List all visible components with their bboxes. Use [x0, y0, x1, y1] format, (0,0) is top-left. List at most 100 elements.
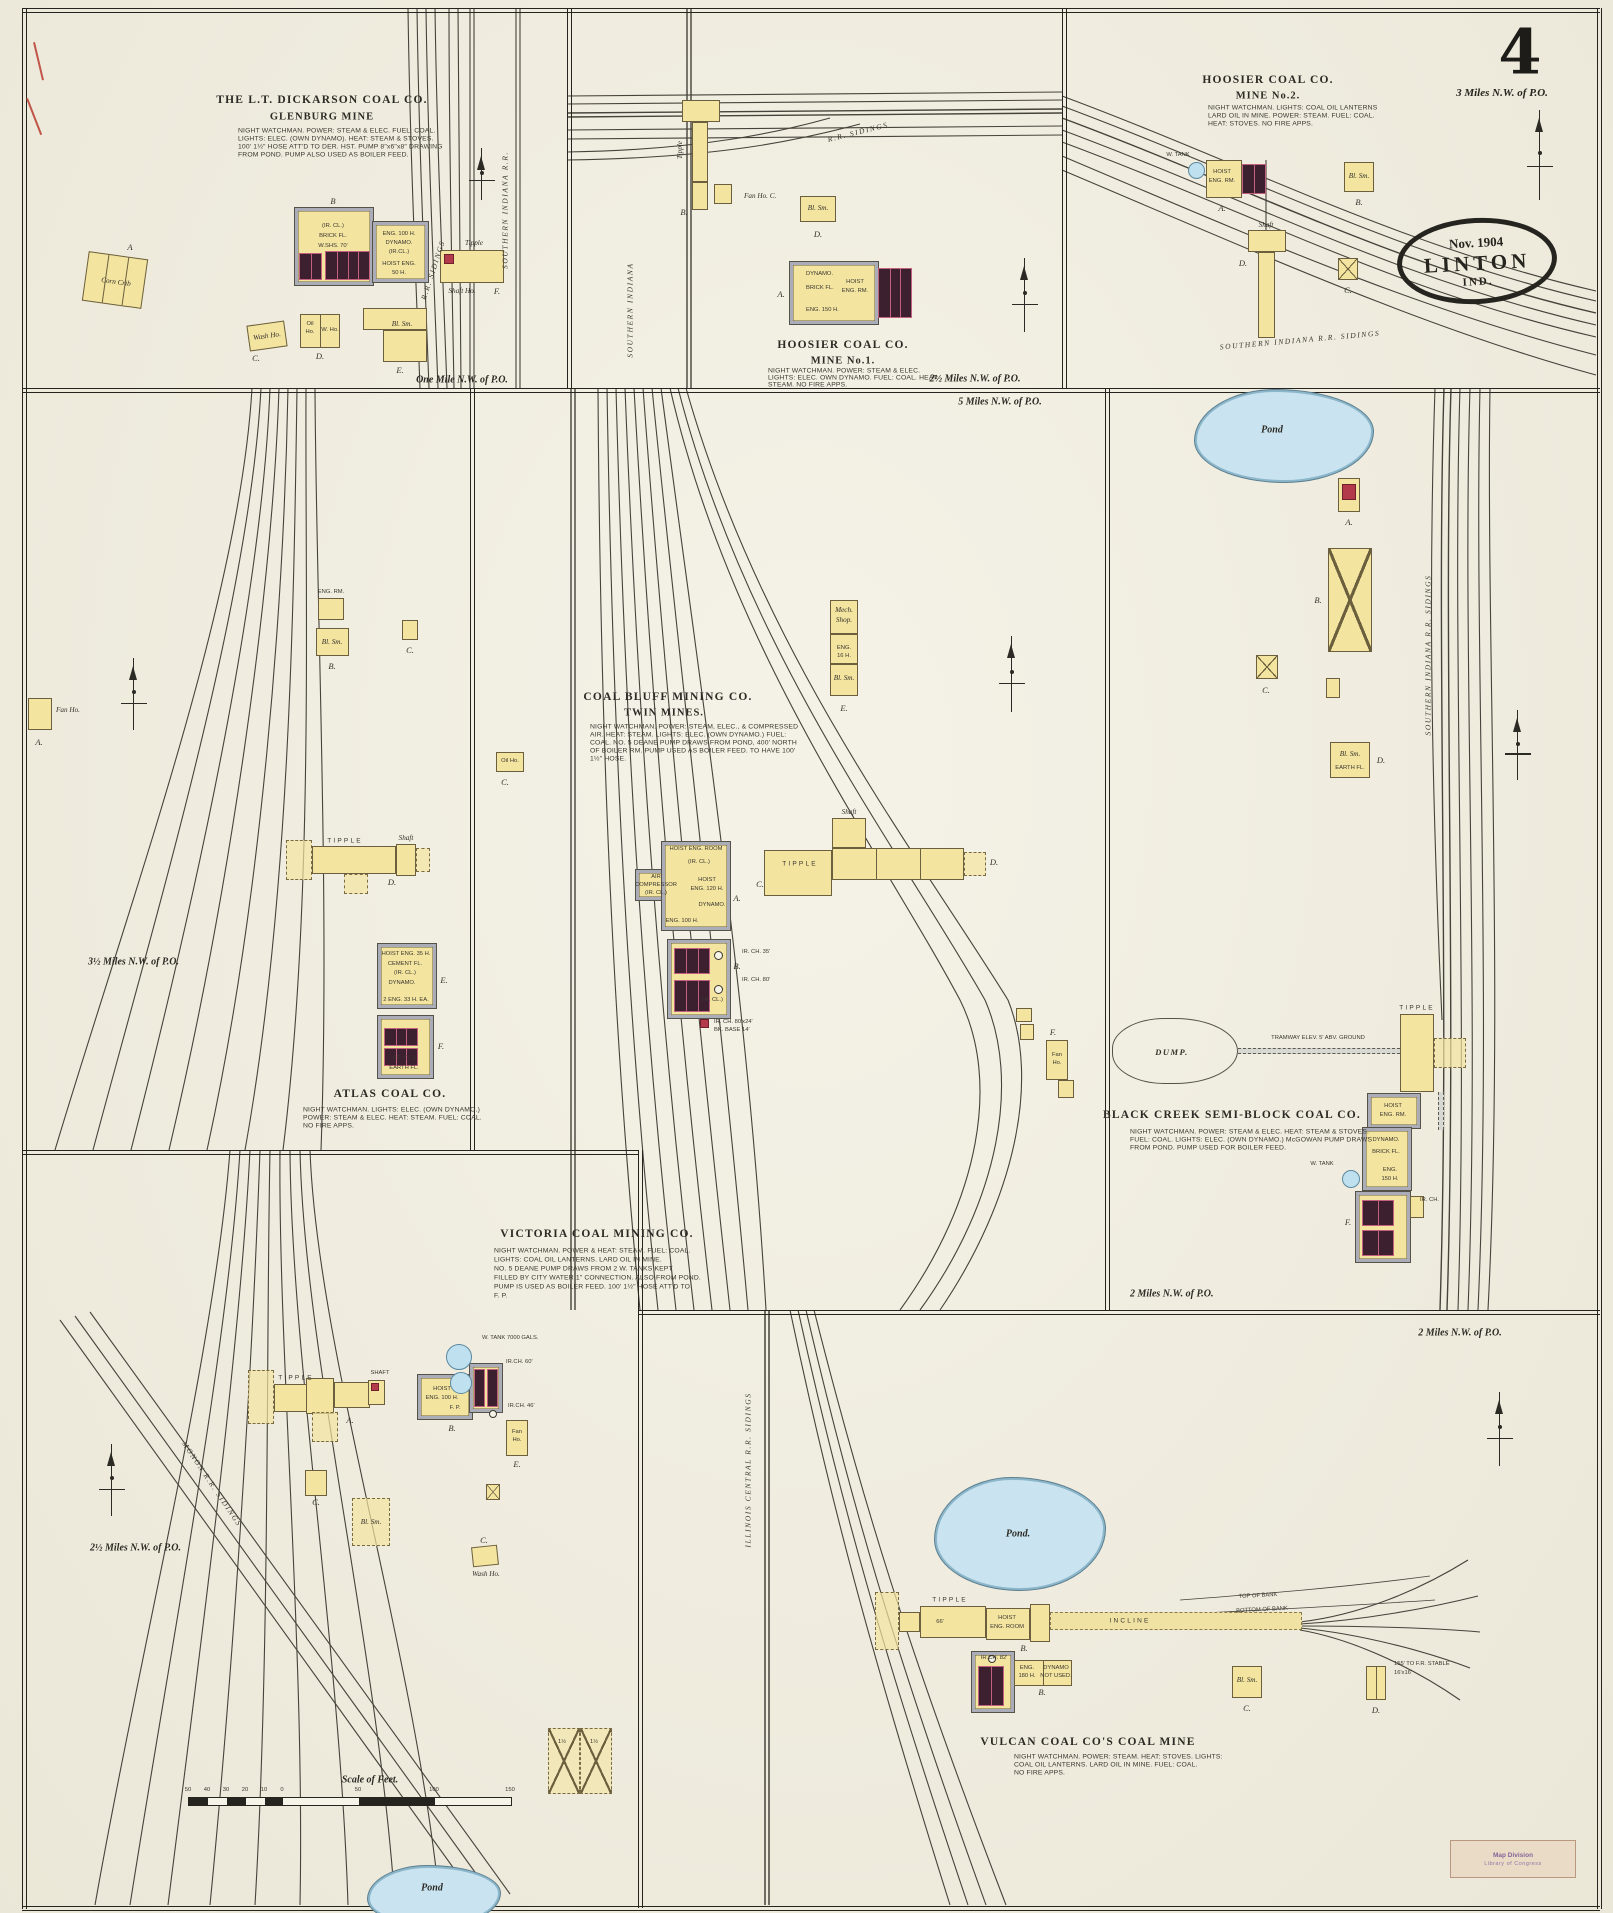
panel-border	[22, 1150, 638, 1155]
map-label: BLACK CREEK SEMI-BLOCK COAL CO.	[1103, 1109, 1361, 1121]
north-arrow-bar	[999, 683, 1025, 685]
building-partition	[358, 252, 360, 279]
north-arrow-head	[1495, 1400, 1504, 1414]
map-label: OF BOILER RM. PUMP USED AS BOILER FEED. …	[590, 747, 796, 755]
map-label: Shaft	[841, 808, 857, 816]
building	[28, 698, 52, 730]
map-label: CEMENT FL.	[387, 961, 423, 967]
map-label: ENG.	[1382, 1167, 1398, 1173]
map-label: Fan Ho. C.	[744, 192, 777, 200]
boiler-block	[1362, 1230, 1394, 1256]
map-label: Fan	[512, 1429, 522, 1435]
map-label: GLENBURG MINE	[269, 111, 375, 123]
map-label: AIR. HEAT: STEAM. LIGHTS: ELEC. (OWN DYN…	[590, 731, 787, 739]
stamp-city: LINTON	[1423, 247, 1531, 278]
map-label: (IR. CL.)	[393, 1055, 415, 1061]
boiler-block	[384, 1048, 418, 1066]
map-label: (IR. CL.)	[645, 890, 667, 896]
map-label: COAL OIL LANTERNS. LARD OIL IN MINE. FUE…	[1014, 1761, 1198, 1769]
map-label: NIGHT WATCHMAN. LIGHTS: COAL OIL LANTERN…	[1208, 104, 1378, 112]
map-label: Bl. Sm.	[1236, 1676, 1258, 1684]
map-label: ENG. 100 H.	[425, 1395, 459, 1401]
map-label: DYNAMO	[1043, 1665, 1069, 1671]
map-label: E.	[840, 703, 848, 713]
map-label: W.SHS. 70'	[318, 243, 348, 249]
building-partition	[876, 849, 878, 879]
map-label: B.	[448, 1423, 456, 1433]
map-label: A.	[346, 1415, 354, 1425]
map-label: DUMP.	[1155, 1047, 1189, 1057]
map-label: W. TANK 7000 GALS.	[482, 1335, 539, 1341]
building	[1058, 1080, 1074, 1098]
building	[306, 1378, 334, 1414]
map-label: F.	[437, 1041, 445, 1051]
iron-clad-building	[1363, 1128, 1411, 1190]
library-stamp-line2: Library of Congress	[1484, 1860, 1542, 1867]
boiler-block	[474, 1369, 485, 1407]
building-partition	[406, 1029, 408, 1045]
building	[899, 1612, 920, 1632]
map-label: LIGHTS: ELEC. (OWN DYNAMO). HEAT: STEAM …	[238, 135, 434, 143]
map-label: F.	[493, 286, 501, 296]
building	[692, 122, 708, 182]
map-label: SOUTHERN INDIANA	[625, 262, 635, 358]
building	[471, 1544, 499, 1568]
north-arrow-bar	[1505, 753, 1531, 755]
map-label: A	[127, 242, 133, 252]
map-label: One Mile N.W. of P.O.	[416, 374, 508, 386]
map-label: HEAT: STOVES. NO FIRE APPS.	[1208, 120, 1314, 128]
building	[300, 314, 340, 348]
boiler-block	[1242, 164, 1266, 194]
map-label: Shop.	[835, 616, 853, 624]
building	[318, 598, 344, 620]
map-label: D.	[989, 857, 999, 867]
north-arrow-bar	[469, 180, 495, 182]
chimney	[714, 985, 723, 994]
map-label: Ho.	[1052, 1060, 1062, 1066]
north-arrow-dot	[1022, 291, 1027, 296]
crossed-structure	[580, 1728, 612, 1794]
map-label: MINE No.2.	[1235, 90, 1301, 102]
map-label: Shaft Ho.	[448, 287, 476, 295]
map-label: ENG. RM.	[1379, 1112, 1407, 1118]
map-label: Bl. Sm.	[807, 204, 829, 212]
map-label: Ho.	[305, 329, 315, 335]
north-arrow-dot	[479, 171, 484, 176]
building	[496, 752, 524, 772]
map-label: ENG.	[1019, 1665, 1035, 1671]
boiler-block	[978, 1666, 1004, 1706]
incline	[1050, 1612, 1302, 1630]
map-label: 150	[505, 1787, 515, 1793]
map-label: E.	[513, 1459, 521, 1469]
map-label: 3½ Miles N.W. of P.O.	[88, 956, 180, 968]
boiler-block	[1362, 1200, 1394, 1226]
map-label: 100	[429, 1787, 439, 1793]
north-arrow-icon	[1505, 710, 1531, 780]
map-label: 1½	[589, 1739, 599, 1745]
building	[830, 600, 858, 634]
scale-segment	[359, 1798, 435, 1805]
map-label: TIPPLE	[278, 1374, 314, 1382]
map-label: FROM POND. PUMP USED FOR BOILER FEED.	[1130, 1144, 1287, 1152]
map-label: NO FIRE APPS.	[303, 1122, 355, 1130]
building	[1046, 1040, 1068, 1080]
map-label: F.	[1344, 1217, 1352, 1227]
building	[363, 308, 427, 330]
panel-border	[22, 8, 27, 1909]
stamp-state: IND.	[1462, 274, 1494, 289]
map-label: D.	[1238, 258, 1248, 268]
map-label: IR. CH. 80'	[742, 977, 771, 983]
boiler-block	[674, 948, 710, 974]
building	[832, 848, 964, 880]
map-label: IR. CH. 35'	[742, 949, 771, 955]
building	[830, 634, 858, 664]
building-partition	[697, 949, 699, 973]
building-partition	[395, 1049, 397, 1065]
map-label: 50	[354, 1787, 362, 1793]
pond	[935, 1478, 1105, 1590]
map-label: C.	[406, 645, 414, 655]
map-label: 16 H.	[837, 653, 851, 659]
map-label: D.	[1371, 1705, 1381, 1715]
map-label: LIGHTS: ELEC. OWN DYNAMO. FUEL: COAL. HE…	[768, 374, 939, 382]
map-label: TRAMWAY ELEV. 5' ABV. GROUND	[1271, 1035, 1365, 1041]
